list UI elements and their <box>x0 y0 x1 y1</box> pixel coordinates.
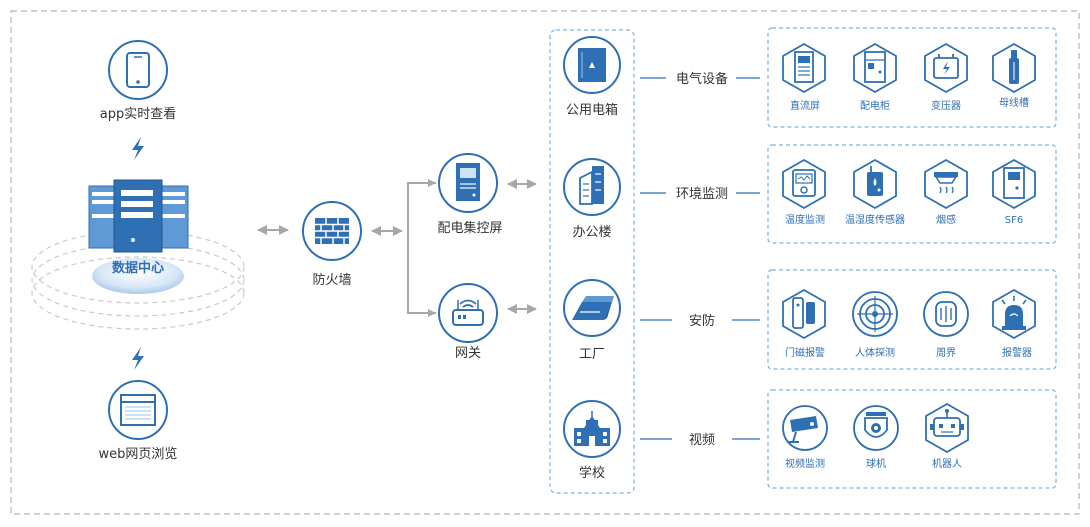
alarm-siren-icon <box>1001 296 1027 330</box>
app-label: app实时查看 <box>100 106 176 122</box>
site-label: 办公楼 <box>572 225 611 240</box>
site-label: 工厂 <box>579 347 605 362</box>
device-label: 视频监测 <box>785 457 825 470</box>
device-item: 报警器 <box>992 288 1036 359</box>
smartphone-icon <box>126 52 150 88</box>
device-item: 直流屏 <box>782 42 826 112</box>
datacenter-node: 数据中心 <box>31 179 245 330</box>
device-label: 球机 <box>866 457 886 470</box>
sf6-sensor-icon <box>1003 167 1025 199</box>
bolt-bottom-icon <box>132 347 144 370</box>
app-node: app实时查看 <box>100 40 176 122</box>
gateway-label: 网关 <box>455 346 481 361</box>
device-item: SF6 <box>992 158 1036 226</box>
firewall-label: 防火墙 <box>312 272 351 288</box>
control-cabinet-icon <box>456 163 480 201</box>
device-label: 周界 <box>936 347 956 359</box>
humidity-sensor-icon <box>867 166 883 196</box>
wifi-router-icon <box>452 299 484 326</box>
cctv-camera-icon <box>789 416 818 443</box>
firewall-node: 防火墙 <box>302 201 362 288</box>
category-connector: 安防 <box>640 313 760 329</box>
perimeter-sensor-icon <box>935 301 957 327</box>
site-label: 公用电箱 <box>566 102 618 118</box>
control-screen-node: 配电集控屏 <box>437 153 503 236</box>
device-label: 烟感 <box>936 213 956 226</box>
device-item: 母线槽 <box>992 42 1036 109</box>
door-sensor-icon <box>792 297 815 329</box>
device-item: 配电柜 <box>853 42 897 112</box>
device-label: 机器人 <box>932 457 962 470</box>
smoke-detector-icon <box>934 172 958 194</box>
device-item: 温湿度传感器 <box>845 158 905 226</box>
datacenter-label: 数据中心 <box>112 260 164 276</box>
branch-arrow-top <box>428 179 436 187</box>
device-label: 变压器 <box>931 99 961 112</box>
category-label: 安防 <box>689 313 715 329</box>
category-panel-environment <box>767 144 1057 244</box>
device-item: 温度监测 <box>782 158 826 226</box>
category-connector: 电气设备 <box>640 71 760 87</box>
device-label: 人体探测 <box>855 346 895 359</box>
device-item: 人体探测 <box>852 291 898 359</box>
bolt-top-icon <box>132 137 144 160</box>
device-label: 温湿度传感器 <box>845 213 905 226</box>
distribution-box-icon <box>578 48 606 82</box>
site-distribution-box: 公用电箱 <box>563 36 621 118</box>
category-label: 环境监测 <box>676 187 728 202</box>
site-label: 学校 <box>579 465 605 481</box>
office-building-icon <box>579 166 604 205</box>
branch-connector <box>407 182 436 314</box>
switchgear-cabinet-icon <box>864 51 886 83</box>
device-label: 配电柜 <box>860 99 890 112</box>
device-item: 周界 <box>923 291 969 359</box>
device-label: SF6 <box>1005 215 1023 226</box>
school-building-icon <box>574 411 610 446</box>
device-label: 直流屏 <box>790 99 820 112</box>
factory-device-icon <box>572 296 614 320</box>
browser-window-icon <box>120 394 156 426</box>
category-panel-electrical <box>767 27 1057 128</box>
device-item: 门磁报警 <box>782 288 826 359</box>
branch-arrow-bottom <box>428 309 436 317</box>
device-item: 烟感 <box>924 158 968 226</box>
device-item: 变压器 <box>924 42 968 112</box>
outer-frame <box>10 10 1080 515</box>
web-node: web网页浏览 <box>99 380 178 462</box>
category-connector: 视频 <box>640 433 760 448</box>
dc-panel-icon <box>794 51 814 83</box>
device-label: 报警器 <box>1002 346 1032 359</box>
category-panel-video <box>767 389 1057 489</box>
motion-detector-icon <box>857 296 893 332</box>
category-label: 电气设备 <box>676 71 728 87</box>
brick-wall-icon <box>315 218 349 244</box>
web-label: web网页浏览 <box>99 446 178 462</box>
site-factory: 工厂 <box>563 279 621 362</box>
device-label: 温度监测 <box>785 213 825 226</box>
device-item: 视频监测 <box>782 405 828 470</box>
dome-camera-icon <box>864 412 888 438</box>
category-panel-security <box>767 269 1057 370</box>
server-rack-icon <box>88 179 189 253</box>
sites-panel <box>549 29 635 494</box>
site-school: 学校 <box>563 400 621 481</box>
device-item: 机器人 <box>925 402 969 470</box>
site-office-building: 办公楼 <box>563 158 621 240</box>
gateway-node: 网关 <box>438 283 498 361</box>
transformer-icon <box>933 54 959 79</box>
busbar-icon <box>1009 50 1019 84</box>
device-label: 门磁报警 <box>785 346 825 359</box>
device-item: 球机 <box>853 405 899 470</box>
temperature-monitor-icon <box>792 169 816 197</box>
device-label: 母线槽 <box>999 96 1029 109</box>
category-label: 视频 <box>689 433 715 448</box>
robot-icon <box>930 409 964 437</box>
category-connector: 环境监测 <box>640 187 760 202</box>
control-screen-label: 配电集控屏 <box>437 220 502 236</box>
